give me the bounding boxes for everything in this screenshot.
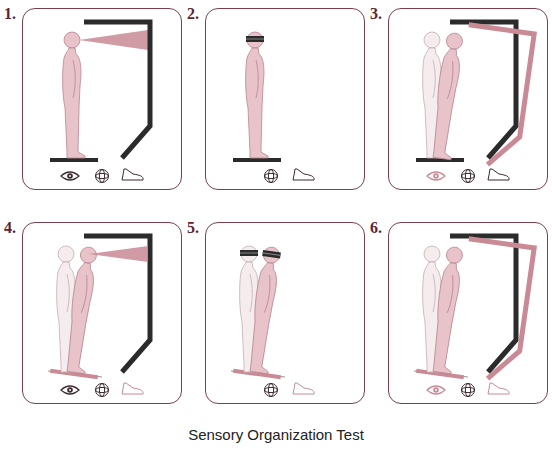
condition-number: 6. <box>370 219 382 237</box>
condition-number: 4. <box>4 219 16 237</box>
condition-4-figure <box>48 236 150 397</box>
figure-caption: Sensory Organization Test <box>0 426 552 443</box>
condition-panel: 5. <box>205 222 365 404</box>
condition-number: 5. <box>187 219 199 237</box>
condition-3-figure <box>416 22 534 183</box>
condition-5-figure <box>231 246 314 397</box>
condition-6-figure <box>414 236 534 397</box>
condition-panel: 2. <box>205 8 365 190</box>
condition-panel: 6. <box>388 222 548 404</box>
condition-2-figure <box>233 32 314 183</box>
condition-number: 3. <box>370 5 382 23</box>
condition-number: 1. <box>4 5 16 23</box>
condition-panel: 3. <box>388 8 548 190</box>
condition-panel: 1. <box>22 8 182 190</box>
condition-panel: 4. <box>22 222 182 404</box>
condition-number: 2. <box>187 5 199 23</box>
condition-1-figure <box>50 22 150 183</box>
